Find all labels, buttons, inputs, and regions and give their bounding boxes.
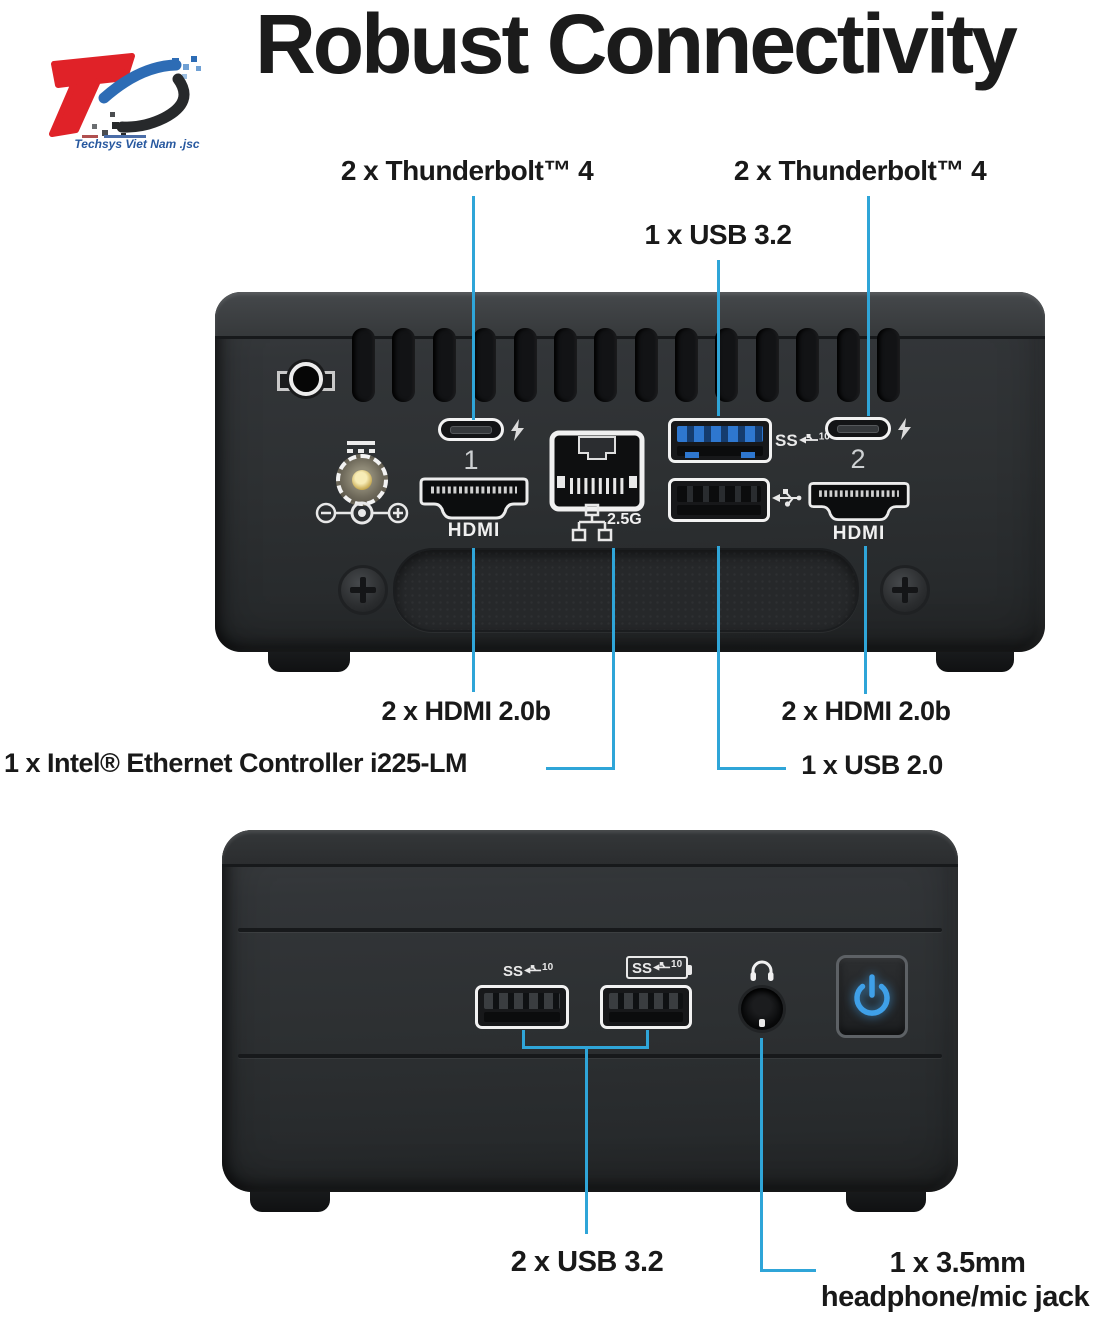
vent-slot bbox=[473, 328, 497, 402]
thunderbolt-1-number: 1 bbox=[463, 445, 479, 475]
callout-line-thunderbolt-2 bbox=[867, 196, 870, 416]
callout-line-ethernet-v bbox=[612, 548, 615, 770]
screw-right bbox=[880, 565, 930, 615]
ethernet-port bbox=[549, 430, 645, 512]
page-title: Robust Connectivity bbox=[255, 0, 1018, 91]
vent-slot bbox=[553, 328, 577, 402]
vent-slot bbox=[876, 328, 900, 402]
callout-line-usb32-rear bbox=[717, 260, 720, 416]
callout-thunderbolt-right: 2 x Thunderbolt™ 4 bbox=[733, 155, 987, 186]
front-top-lid bbox=[222, 830, 958, 867]
screw-left bbox=[338, 565, 388, 615]
front-groove-bottom bbox=[238, 1054, 942, 1058]
front-groove-top bbox=[238, 928, 942, 932]
callout-line-audio-v bbox=[760, 1038, 763, 1272]
usb-trident-mini-icon bbox=[524, 965, 542, 974]
ethernet-speed-label: 2.5G bbox=[607, 511, 642, 528]
brand-logo: Techsys Viet Nam .jsc bbox=[42, 52, 242, 151]
usb-trident-icon bbox=[772, 489, 802, 507]
usb-trident-mini-icon bbox=[798, 434, 818, 444]
rear-recessed-panel bbox=[393, 548, 859, 632]
usb20-port-rear bbox=[668, 478, 770, 522]
hdmi-port-1 bbox=[419, 477, 529, 520]
rear-top-lid bbox=[215, 292, 1045, 339]
brand-logo-icon bbox=[49, 53, 201, 138]
bracket-stub-usb2 bbox=[646, 1030, 649, 1049]
power-button[interactable] bbox=[836, 955, 908, 1038]
usb32-port-front-2 bbox=[600, 985, 692, 1029]
thunderbolt-bolt-icon bbox=[511, 419, 524, 441]
callout-line-hdmi-left bbox=[472, 548, 475, 692]
vent-slot bbox=[634, 328, 658, 402]
hdmi-port-2 bbox=[808, 482, 910, 522]
thunderbolt-bolt-icon bbox=[898, 418, 911, 440]
vent-slot bbox=[352, 328, 375, 402]
vent-slot bbox=[392, 328, 416, 402]
vent-slot bbox=[432, 328, 456, 402]
bracket-stub-usb1 bbox=[522, 1030, 525, 1049]
callout-audio-line1: 1 x 3.5mm bbox=[889, 1247, 1026, 1279]
callout-usb32-front: 2 x USB 3.2 bbox=[510, 1246, 664, 1278]
vent-slot bbox=[594, 328, 618, 402]
vent-slot bbox=[755, 328, 779, 402]
callout-audio-line2: headphone/mic jack bbox=[820, 1281, 1090, 1313]
callout-usb20: 1 x USB 2.0 bbox=[801, 750, 943, 780]
vent-slot bbox=[675, 328, 698, 402]
headphone-icon bbox=[750, 960, 774, 981]
callout-ethernet: 1 x Intel® Ethernet Controller i225-LM bbox=[4, 748, 467, 778]
network-icon bbox=[571, 503, 613, 542]
callout-line-audio-h bbox=[760, 1269, 816, 1272]
callout-line-usb32-front bbox=[585, 1046, 588, 1234]
callout-usb32-rear: 1 x USB 3.2 bbox=[644, 219, 792, 250]
polarity-icon bbox=[315, 501, 409, 525]
usb-trident-mini-icon bbox=[653, 962, 671, 971]
dc-symbol-dashed bbox=[347, 449, 375, 453]
audio-jack bbox=[741, 988, 783, 1030]
callout-hdmi-left: 2 x HDMI 2.0b bbox=[381, 696, 551, 726]
rear-vent-grille bbox=[352, 328, 900, 402]
callout-hdmi-right: 2 x HDMI 2.0b bbox=[781, 696, 951, 726]
thunderbolt-port-1 bbox=[438, 418, 504, 441]
usb32-port-front-1 bbox=[475, 985, 569, 1029]
dc-power-jack bbox=[336, 454, 388, 506]
callout-thunderbolt-left: 2 x Thunderbolt™ 4 bbox=[340, 155, 594, 186]
callout-line-usb20-v bbox=[717, 546, 720, 770]
dc-symbol-solid bbox=[347, 441, 375, 445]
hdmi-1-label: HDMI bbox=[447, 520, 501, 541]
callout-line-hdmi-right bbox=[864, 546, 867, 694]
rear-round-port bbox=[289, 362, 323, 396]
vent-slot bbox=[796, 328, 820, 402]
vent-slot bbox=[513, 328, 537, 402]
callout-line-thunderbolt-1 bbox=[472, 196, 475, 420]
brand-company-name: Techsys Viet Nam .jsc bbox=[74, 137, 200, 151]
power-icon bbox=[854, 974, 890, 1016]
hdmi-2-label: HDMI bbox=[832, 523, 886, 544]
vent-slot bbox=[836, 328, 860, 402]
callout-line-usb20-h bbox=[717, 767, 786, 770]
thunderbolt-port-2 bbox=[825, 417, 891, 440]
usb32-port-rear bbox=[668, 418, 772, 463]
thunderbolt-2-number: 2 bbox=[850, 444, 866, 474]
vent-slot bbox=[715, 328, 739, 402]
callout-line-ethernet-h bbox=[546, 767, 615, 770]
